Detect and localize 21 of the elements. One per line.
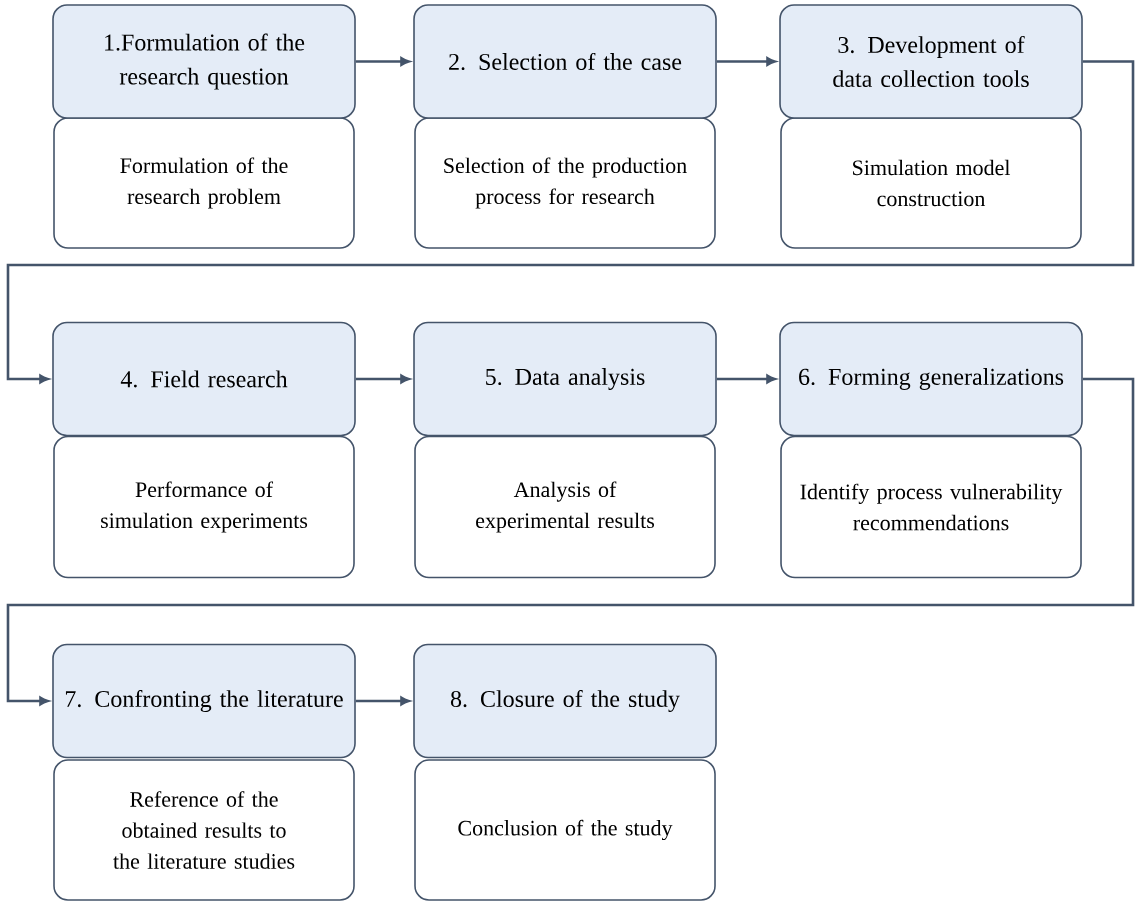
arrow	[355, 696, 410, 706]
step-description-box: Simulation model construction	[780, 117, 1082, 249]
step-description-box: Analysis of experimental results	[414, 435, 716, 579]
step-description-box: Performance of simulation experiments	[53, 435, 355, 579]
step-description-box: Selection of the production process for research	[414, 117, 716, 249]
step-header-box: 4. Field research	[52, 321, 356, 437]
step-description-box: Identify process vulnerability recommendations	[780, 435, 1082, 579]
step-description-box: Conclusion of the study	[414, 759, 716, 901]
arrow	[6, 377, 1135, 706]
step-header-box: 3. Development of data collection tools	[779, 4, 1083, 119]
step-description-box: Formulation of the research problem	[53, 117, 355, 249]
step-header-box: 5. Data analysis	[413, 321, 717, 437]
step-header-box: 2. Selection of the case	[413, 4, 717, 119]
step-description-box: Reference of the obtained results to the literature studies	[53, 759, 355, 901]
arrow	[355, 374, 410, 384]
step-header-box: 1.Formulation of the research question	[52, 4, 356, 119]
step-header-box: 6. Forming generalizations	[779, 321, 1083, 437]
arrow	[6, 60, 1135, 384]
step-header-box: 8. Closure of the study	[413, 643, 717, 759]
arrow	[716, 374, 776, 384]
step-header-box: 7. Confronting the literature	[52, 643, 356, 759]
